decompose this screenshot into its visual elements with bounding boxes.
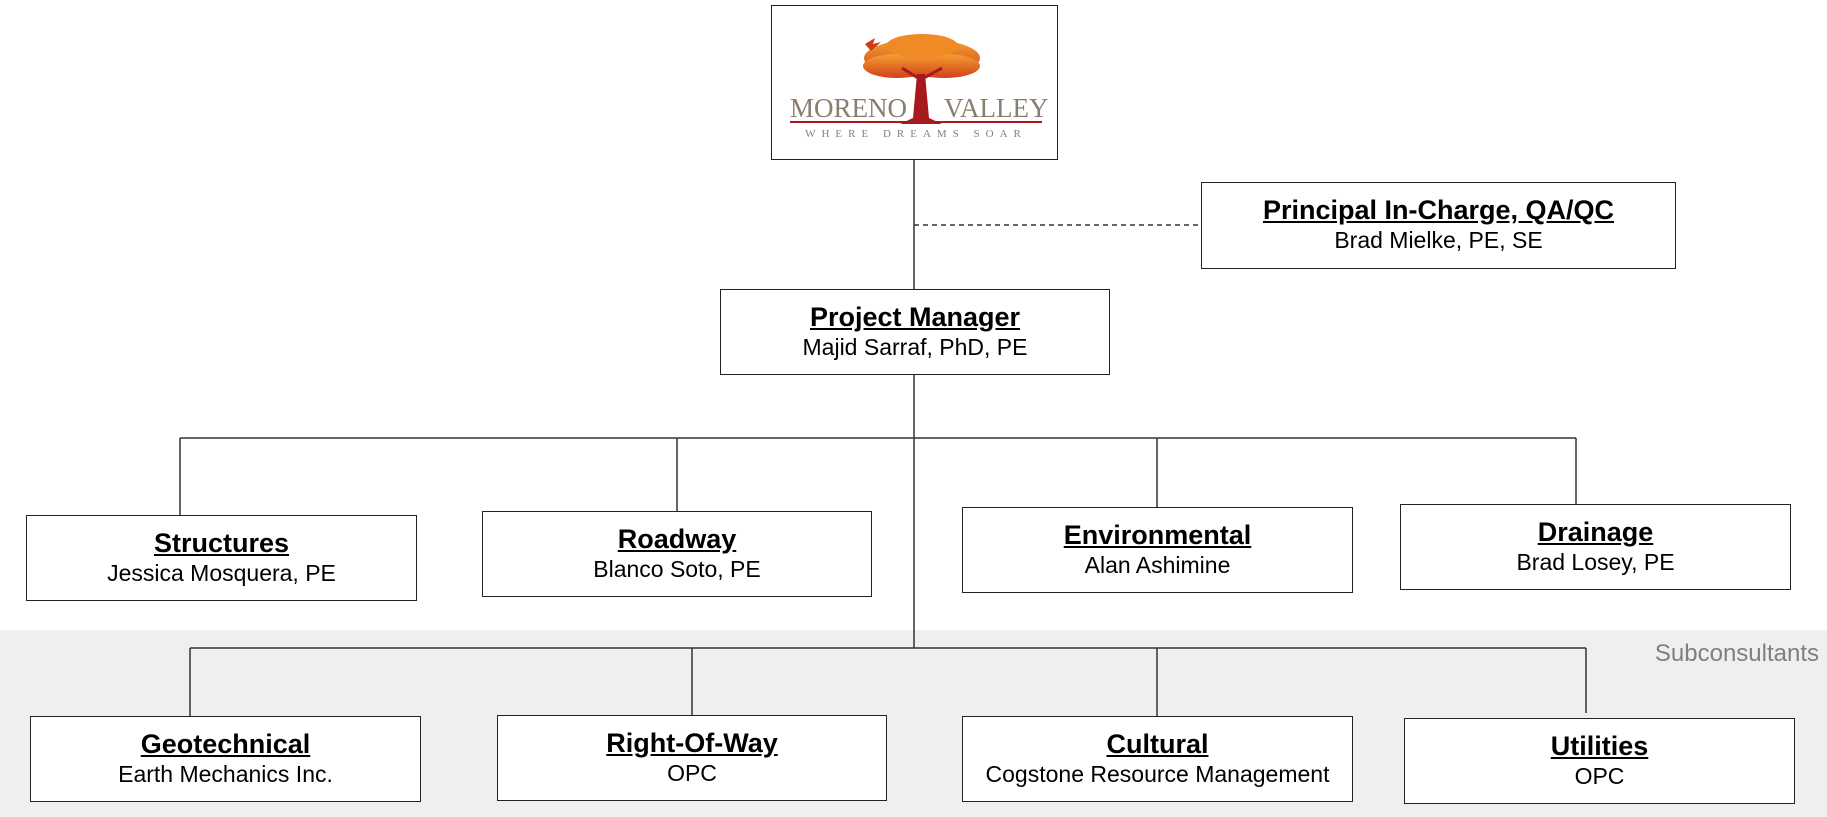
lead-title: Environmental [1063,519,1252,550]
qa-name: Brad Mielke, PE, SE [1334,227,1543,254]
sub-name: Earth Mechanics Inc. [118,760,333,787]
sub-title: Geotechnical [140,728,311,759]
qa-box: Principal In-Charge, QA/QC Brad Mielke, … [1201,182,1676,269]
lead-box-roadway: Roadway Blanco Soto, PE [482,511,872,597]
svg-text:VALLEY: VALLEY [944,93,1049,123]
lead-title: Roadway [617,523,737,554]
svg-text:MORENO: MORENO [790,93,907,123]
lead-name: Jessica Mosquera, PE [107,559,336,586]
qa-title: Principal In-Charge, QA/QC [1262,195,1615,226]
lead-title: Drainage [1537,516,1654,547]
svg-text:WHERE DREAMS SOAR: WHERE DREAMS SOAR [805,128,1027,140]
city-logo: MORENO VALLEY WHERE DREAMS SOAR [771,5,1058,160]
pm-name: Majid Sarraf, PhD, PE [802,333,1028,360]
pm-box: Project Manager Majid Sarraf, PhD, PE [720,289,1110,375]
pm-title: Project Manager [809,301,1021,332]
sub-name: OPC [1574,762,1625,789]
sub-title: Right-Of-Way [606,727,778,758]
lead-title: Structures [153,527,290,558]
lead-box-drainage: Drainage Brad Losey, PE [1400,504,1791,590]
sub-box-geotechnical: Geotechnical Earth Mechanics Inc. [30,716,421,802]
sub-name: OPC [667,759,717,786]
sub-box-right-of-way: Right-Of-Way OPC [497,715,887,801]
sub-title: Cultural [1106,728,1209,759]
lead-box-structures: Structures Jessica Mosquera, PE [26,515,417,601]
sub-name: Cogstone Resource Management [985,760,1330,787]
lead-box-environmental: Environmental Alan Ashimine [962,507,1353,593]
lead-name: Brad Losey, PE [1516,548,1675,575]
lead-name: Blanco Soto, PE [593,555,761,582]
sub-title: Utilities [1550,730,1649,761]
sub-box-utilities: Utilities OPC [1404,718,1795,804]
lead-name: Alan Ashimine [1084,551,1231,578]
subconsultants-label: Subconsultants [1654,640,1819,667]
sub-box-cultural: Cultural Cogstone Resource Management [962,716,1353,802]
tree-logo-icon: MORENO VALLEY WHERE DREAMS SOAR [790,34,1049,140]
